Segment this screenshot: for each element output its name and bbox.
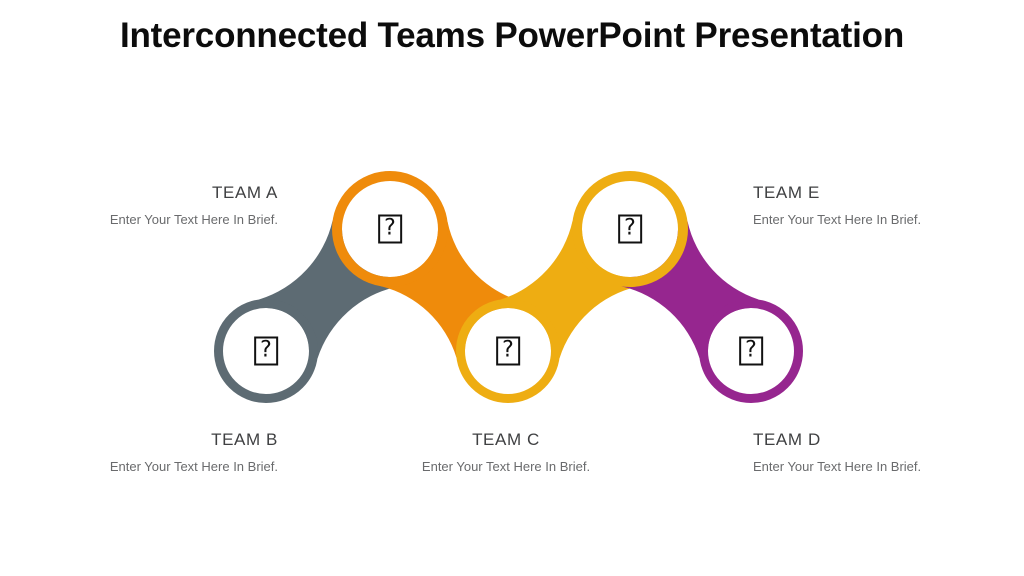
caption-team-c: TEAM C Enter Your Text Here In Brief. [406, 429, 606, 476]
team-c-label: TEAM C [472, 430, 540, 449]
team-c-description: Enter Your Text Here In Brief. [421, 459, 591, 474]
caption-team-b: TEAM B Enter Your Text Here In Brief. [78, 429, 278, 476]
missing-glyph-placeholder-icon-team-a: ? [378, 214, 402, 244]
team-b-label: TEAM B [211, 430, 278, 449]
team-b-description: Enter Your Text Here In Brief. [109, 459, 278, 474]
caption-team-e: TEAM E Enter Your Text Here In Brief. [753, 182, 953, 229]
team-d-description: Enter Your Text Here In Brief. [753, 459, 922, 474]
team-e-label: TEAM E [753, 183, 820, 202]
caption-team-d: TEAM D Enter Your Text Here In Brief. [753, 429, 953, 476]
page-title: Interconnected Teams PowerPoint Presenta… [119, 16, 905, 55]
team-a-label: TEAM A [212, 183, 278, 202]
missing-glyph-placeholder-icon-team-b: ? [254, 336, 278, 366]
missing-glyph-placeholder-icon-team-e: ? [618, 214, 642, 244]
node-ring-team-e[interactable] [572, 171, 688, 287]
team-a-description: Enter Your Text Here In Brief. [109, 212, 278, 227]
node-ring-team-a[interactable] [332, 171, 448, 287]
missing-glyph-placeholder-icon-team-c: ? [496, 336, 520, 366]
missing-glyph-placeholder-icon-team-d: ? [739, 336, 763, 366]
node-ring-team-d[interactable] [699, 299, 803, 403]
team-d-label: TEAM D [753, 430, 821, 449]
caption-team-a: TEAM A Enter Your Text Here In Brief. [78, 182, 278, 229]
node-ring-team-c[interactable] [456, 299, 560, 403]
team-e-description: Enter Your Text Here In Brief. [753, 212, 922, 227]
node-ring-team-b[interactable] [214, 299, 318, 403]
